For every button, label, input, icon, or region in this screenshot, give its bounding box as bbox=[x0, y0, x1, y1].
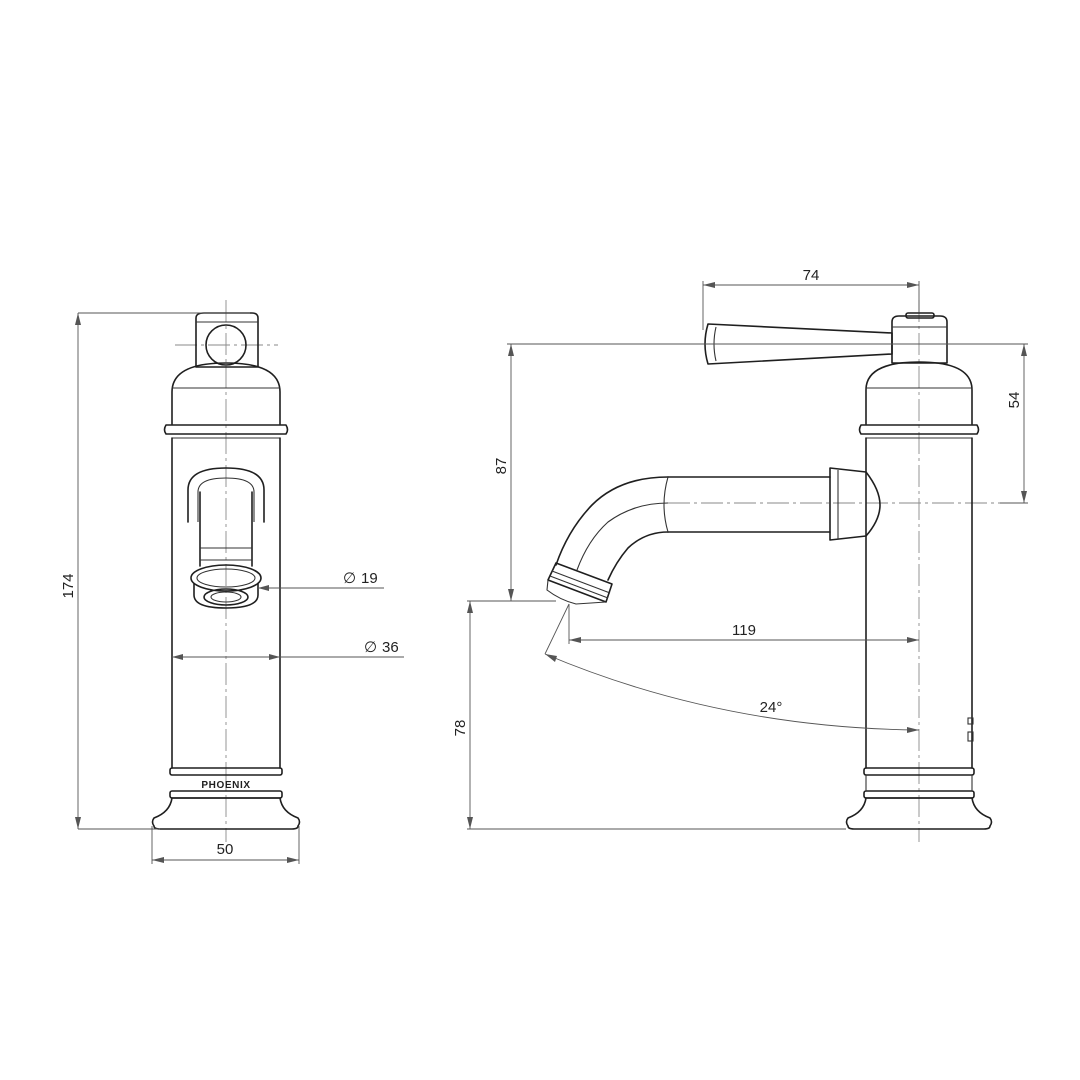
dim-87-arrow-bottom bbox=[508, 589, 514, 601]
dim-50-arrow-right bbox=[287, 857, 299, 863]
diameter-symbol-19: ∅ bbox=[343, 570, 356, 587]
dim-78-arrow-bottom bbox=[467, 817, 473, 829]
dim-54-arrow-top bbox=[1021, 344, 1027, 356]
dim-24-angle-leg bbox=[544, 603, 570, 655]
side-view bbox=[546, 300, 1000, 842]
dim-50-arrow-left bbox=[152, 857, 164, 863]
dim-spout-angle: 24° bbox=[760, 699, 783, 716]
side-spout bbox=[546, 467, 881, 605]
side-body-mark-1 bbox=[967, 717, 974, 725]
side-base-flange bbox=[845, 797, 993, 830]
dim-36-arrow-left bbox=[172, 654, 183, 660]
dim-119-arrow-right bbox=[907, 637, 919, 643]
dim-74-arrow-left bbox=[703, 282, 715, 288]
side-dome-cap bbox=[858, 361, 980, 439]
dim-19-arrow bbox=[258, 585, 269, 591]
side-band-top bbox=[863, 767, 975, 776]
front-brand-band-top bbox=[169, 767, 283, 776]
front-base: PHOENIX bbox=[151, 767, 301, 830]
dim-24-arc bbox=[544, 653, 920, 731]
dim-36-label: ∅ 36 bbox=[364, 639, 399, 656]
front-spout bbox=[187, 467, 265, 609]
dim-aerator-diameter: 19 bbox=[361, 570, 378, 587]
side-dimensions: 74 54 87 78 119 24° bbox=[452, 267, 1028, 830]
front-dimensions: 174 50 ∅ 19 ∅ 36 bbox=[60, 312, 404, 864]
dim-87-arrow-top bbox=[508, 344, 514, 356]
dim-119-arrow-left bbox=[569, 637, 581, 643]
side-spout-collar bbox=[829, 467, 881, 541]
dim-174-arrow-bottom bbox=[75, 817, 81, 829]
side-body-mark-2 bbox=[967, 731, 974, 742]
side-handle-knob bbox=[891, 312, 948, 364]
dim-body-diameter: 36 bbox=[382, 639, 399, 656]
brand-label: PHOENIX bbox=[201, 780, 250, 791]
dim-spout-height: 87 bbox=[493, 458, 510, 475]
front-handle-knob bbox=[195, 312, 259, 368]
dim-base-width: 50 bbox=[217, 841, 234, 858]
dim-74-arrow-right bbox=[907, 282, 919, 288]
side-body-column bbox=[865, 437, 974, 769]
dim-78-arrow-top bbox=[467, 601, 473, 613]
front-body-column bbox=[171, 437, 281, 769]
front-base-flange bbox=[151, 797, 301, 830]
dim-24-arrow-right bbox=[907, 727, 919, 733]
dim-handle-height: 54 bbox=[1006, 392, 1023, 409]
dim-19-label: ∅ 19 bbox=[343, 570, 378, 587]
front-dome-cap bbox=[163, 362, 289, 439]
dim-outlet-height: 78 bbox=[452, 720, 469, 737]
dim-174-arrow-top bbox=[75, 313, 81, 325]
dim-54-arrow-bottom bbox=[1021, 491, 1027, 503]
dim-24-arrow-left bbox=[545, 654, 557, 662]
dim-handle-span: 74 bbox=[803, 267, 820, 284]
side-base bbox=[845, 767, 993, 830]
dim-total-height: 174 bbox=[60, 573, 77, 598]
dim-36-arrow-right bbox=[269, 654, 280, 660]
front-view: PHOENIX bbox=[151, 300, 301, 842]
diameter-symbol-36: ∅ bbox=[364, 639, 377, 656]
dim-spout-reach: 119 bbox=[732, 622, 756, 639]
